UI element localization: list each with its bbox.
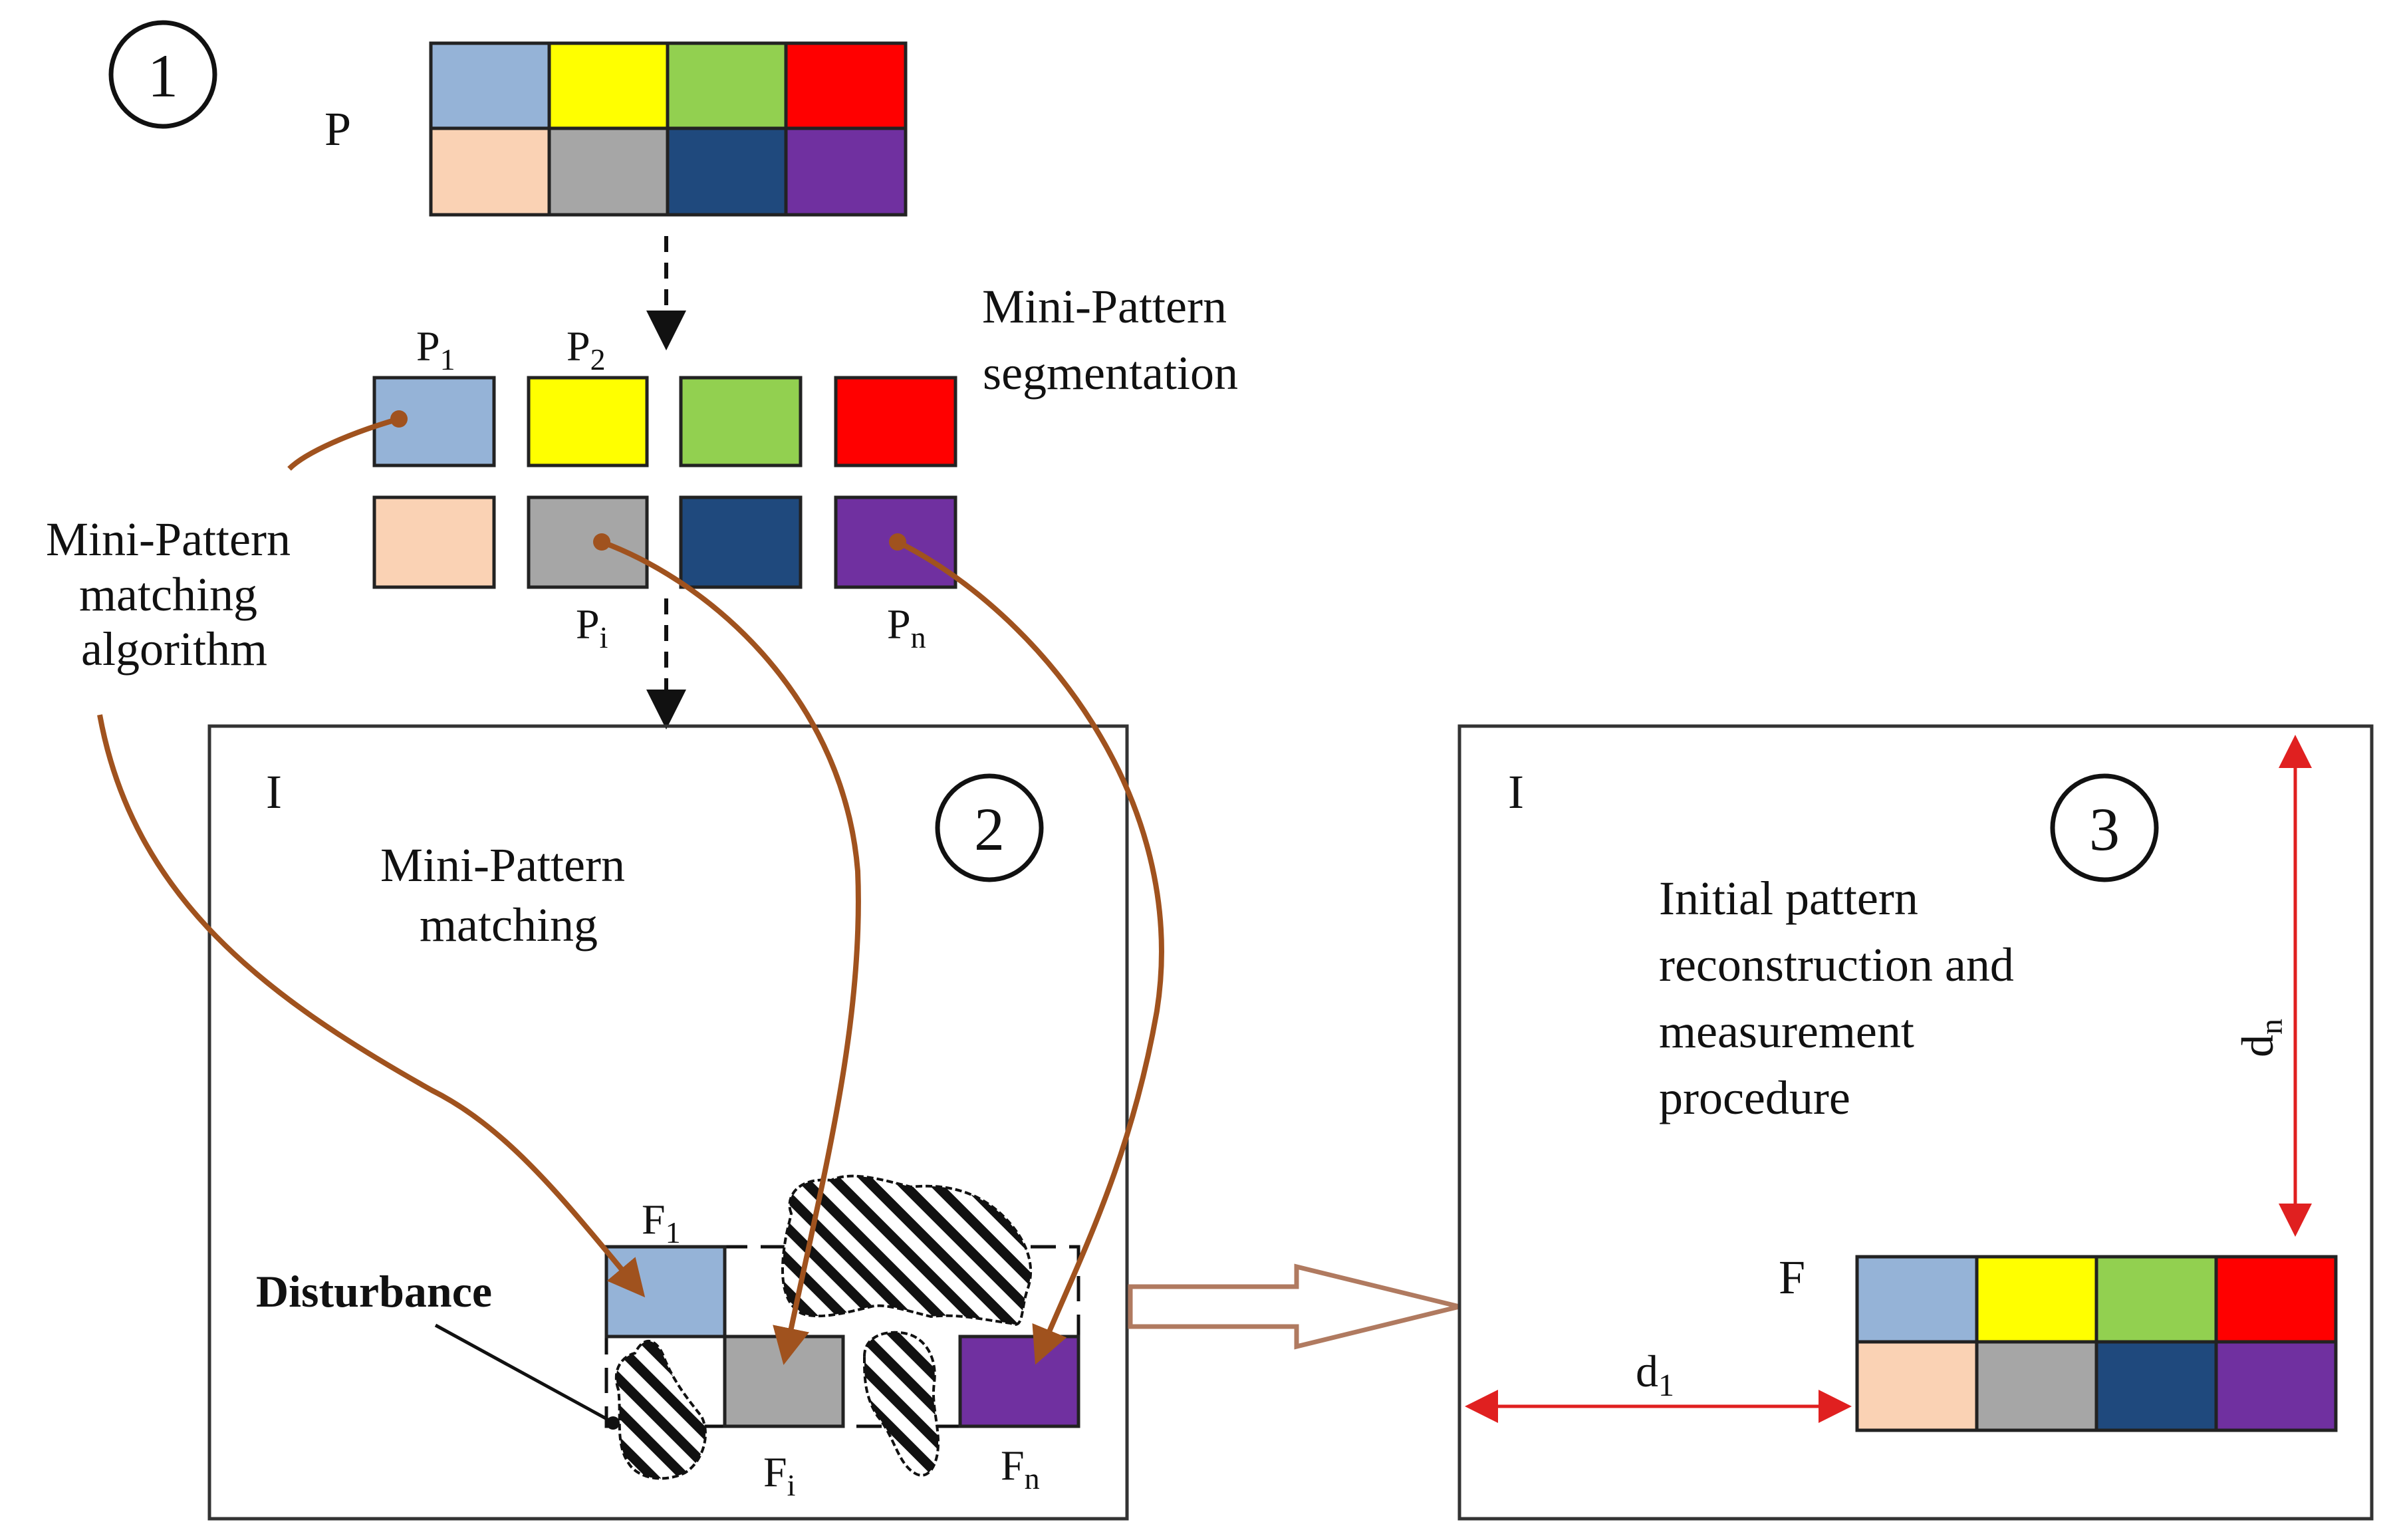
disturbance-blob-middle (862, 1331, 940, 1477)
final-cell-purple (2214, 1340, 2338, 1432)
pattern-cell-navy (666, 126, 788, 217)
pattern-cell-light-blue (429, 41, 551, 130)
reconstruction-caption: Initial pattern reconstruction and measu… (1659, 872, 2026, 1124)
mini-pattern-navy (679, 495, 803, 589)
step-3-badge: 3 (2050, 773, 2159, 882)
matching-connectors (97, 416, 1164, 1365)
final-cell-red (2214, 1255, 2338, 1344)
reconstructed-pattern-f (1855, 1255, 2338, 1432)
pattern-cell-green (666, 41, 788, 130)
image-label-right: I (1508, 765, 1524, 819)
final-cell-light-blue (1855, 1255, 1979, 1344)
transition-arrow (1128, 1263, 1460, 1350)
pattern-cell-purple (784, 126, 908, 217)
final-cell-yellow (1975, 1255, 2098, 1344)
image-box-reconstruction (1457, 724, 2374, 1521)
connector-dot-pn (889, 533, 906, 551)
connector-pn-to-fn (896, 539, 1164, 1365)
matched-fragment-f1 (604, 1245, 727, 1339)
step-3-number: 3 (2089, 795, 2120, 863)
label-pn: Pn (887, 600, 926, 654)
step-2-badge: 2 (935, 773, 1044, 882)
final-cell-gray (1975, 1340, 2098, 1432)
image-box-matching (207, 724, 1129, 1521)
segmentation-caption: Mini-Pattern segmentation (982, 280, 1239, 400)
pattern-cell-red (784, 41, 908, 130)
label-pi: Pi (576, 600, 608, 654)
label-dn: dn (2232, 1019, 2289, 1057)
label-fn: Fn (1001, 1442, 1040, 1495)
final-cell-navy (2094, 1340, 2218, 1432)
pattern-cell-gray (547, 126, 670, 217)
pattern-cell-peach (429, 126, 551, 217)
disturbance-label: Disturbance (256, 1266, 492, 1317)
mini-pattern-green (679, 376, 803, 467)
matching-algorithm-caption: Mini-Pattern matching algorithm (46, 513, 303, 676)
label-d1: d1 (1636, 1346, 1674, 1403)
mini-pattern-p2 (527, 376, 649, 467)
connector-algorithm-to-f1 (97, 714, 646, 1298)
connector-pi-to-fi (600, 539, 861, 1365)
step-1-badge: 1 (108, 20, 217, 129)
mini-pattern-peach (372, 495, 496, 589)
image-label-left: I (266, 765, 282, 819)
disturbance-blob-left (614, 1339, 707, 1480)
pattern-p-grid (429, 41, 908, 217)
label-p1: P1 (416, 322, 455, 376)
step-1-number: 1 (148, 42, 178, 110)
step-2-number: 2 (974, 795, 1005, 863)
mini-pattern-set (372, 376, 957, 589)
disturbance-pointer-dot (606, 1416, 620, 1430)
mini-pattern-red (834, 376, 957, 467)
pattern-label: P (324, 102, 351, 156)
disturbance-pointer (434, 1323, 613, 1424)
final-cell-green (2094, 1255, 2218, 1344)
label-fi: Fi (763, 1448, 795, 1502)
final-cell-peach (1855, 1340, 1979, 1432)
connector-dot-pi (593, 533, 610, 551)
label-f-final: F (1779, 1251, 1805, 1304)
label-f1: F1 (642, 1196, 681, 1249)
pattern-cell-yellow (547, 41, 670, 130)
mini-pattern-pi (527, 495, 649, 589)
connector-p1-to-algorithm (287, 416, 400, 471)
connector-dot-p1 (390, 410, 408, 428)
matching-caption: Mini-Pattern matching (380, 838, 637, 952)
label-p2: P2 (567, 322, 606, 376)
matched-fragment-fn (958, 1335, 1080, 1428)
